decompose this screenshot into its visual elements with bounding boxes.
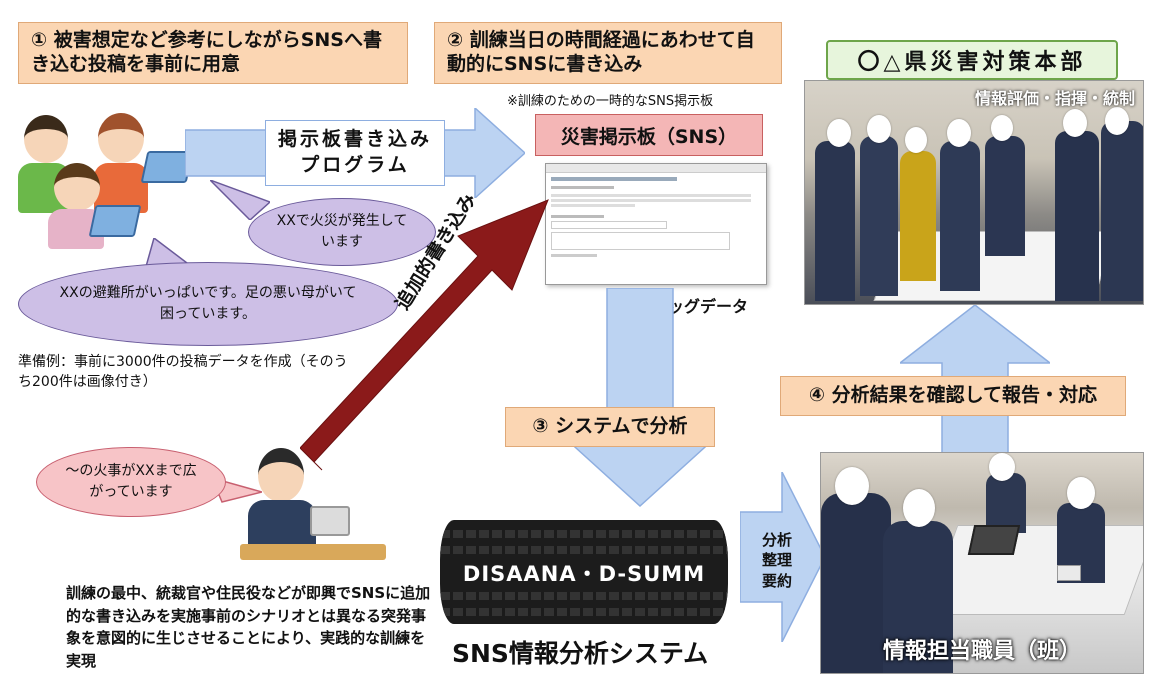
step-2-box: ② 訓練当日の時間経過にあわせて自動的にSNSに書き込み: [434, 22, 782, 84]
training-note-text: 訓練の最中、統裁官や住民役などが即興でSNSに追加的な書き込みを実施事前のシナリ…: [66, 584, 431, 670]
board-title: 災害掲示板（SNS）: [560, 125, 738, 148]
big-data-label: ビッグデータ: [652, 297, 749, 316]
bubble-shelter-text: XXの避難所がいっぱいです。足の悪い母がいて困っています。: [59, 285, 357, 322]
hq-caption: 情報評価・指揮・統制: [974, 89, 1135, 108]
prep-note-text: 準備例：事前に3000件の投稿データを作成（そのうち200件は画像付き）: [18, 354, 348, 391]
analysis-arrow: [740, 472, 825, 642]
step-4-box: ④ 分析結果を確認して報告・対応: [780, 376, 1126, 416]
bubble-spread: ～の火事がXXまで広がっています: [36, 447, 226, 517]
step-1-label: ① 被害想定など参考にしながらSNSへ書き込む投稿を事前に用意: [31, 29, 382, 75]
board-screenshot: [545, 163, 767, 285]
bubble-fire-tail: [210, 180, 270, 220]
system-name: SNS情報分析システム: [452, 639, 709, 668]
hq-title-box: 〇△県災害対策本部: [826, 40, 1118, 80]
board-title-box: 災害掲示板（SNS）: [535, 114, 763, 156]
down-arrow-to-system: [565, 288, 715, 508]
step-3-box: ③ システムで分析: [505, 407, 715, 447]
server-label: DISAANA・D-SUMM: [462, 562, 706, 586]
program-label: 掲示板書き込み プログラム: [277, 128, 432, 176]
analysis-label-text: 分析整理要約: [761, 531, 792, 590]
additional-arrow: [300, 199, 549, 471]
users-illustration: [14, 105, 194, 255]
staff-photo: 情報担当職員（班）: [820, 452, 1144, 674]
hq-photo: 情報評価・指揮・統制: [804, 80, 1144, 305]
bubble-shelter: XXの避難所がいっぱいです。足の悪い母がいて困っています。: [18, 262, 398, 346]
program-label-box: 掲示板書き込み プログラム: [265, 120, 445, 186]
step-3-label: ③ システムで分析: [532, 415, 688, 438]
training-note: 訓練の最中、統裁官や住民役などが即興でSNSに追加的な書き込みを実施事前のシナリ…: [66, 582, 436, 672]
officer-illustration: [240, 448, 390, 566]
board-note: ※訓練のための一時的なSNS掲示板: [507, 94, 714, 109]
step-4-label: ④ 分析結果を確認して報告・対応: [808, 384, 1098, 407]
hq-title: 〇△県災害対策本部: [857, 50, 1087, 75]
step-1-box: ① 被害想定など参考にしながらSNSへ書き込む投稿を事前に用意: [18, 22, 408, 84]
staff-caption: 情報担当職員（班）: [882, 639, 1081, 664]
bubble-spread-text: ～の火事がXXまで広がっています: [65, 463, 197, 500]
prep-note: 準備例：事前に3000件の投稿データを作成（そのうち200件は画像付き）: [18, 352, 348, 393]
bubble-fire-text: XXで火災が発生しています: [276, 213, 408, 250]
server-stack: DISAANA・D-SUMM: [440, 520, 728, 624]
bubble-fire: XXで火災が発生しています: [248, 198, 436, 266]
analysis-label: 分析整理要約: [760, 530, 794, 591]
step-2-label: ② 訓練当日の時間経過にあわせて自動的にSNSに書き込み: [447, 29, 755, 75]
